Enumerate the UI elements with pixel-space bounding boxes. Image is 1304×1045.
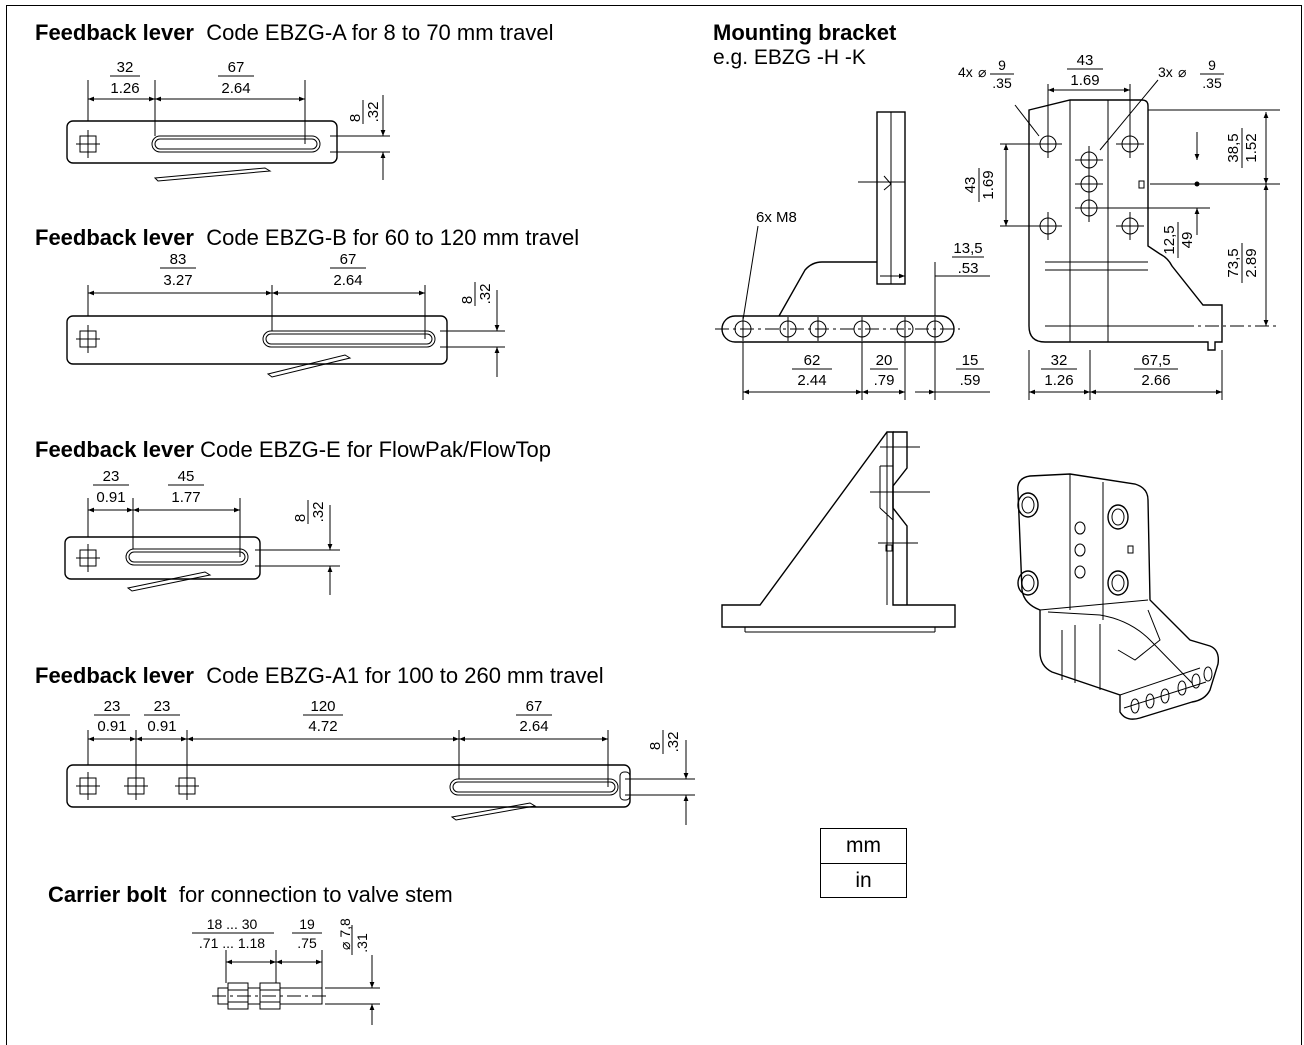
bracket-b675-in: 2.66	[1141, 372, 1170, 389]
lever-a1-dim3-in: 4.72	[308, 718, 337, 735]
bracket-v385-mm: 38,5	[1225, 133, 1242, 162]
carrier-dim1-mm: 18 ... 30	[207, 916, 258, 932]
bracket-b20-in: .79	[874, 372, 895, 389]
lever-a1-dim1-mm: 23	[104, 698, 121, 715]
lever-a-drawing	[66, 80, 390, 182]
carrier-dia-in: .31	[354, 933, 370, 953]
lever-a-thick-in: .32	[365, 102, 382, 123]
lever-a1-dim4-in: 2.64	[519, 718, 548, 735]
lever-e-thick-mm: 8	[292, 514, 309, 522]
bracket-v385-in: 1.52	[1243, 133, 1260, 162]
lever-b-dim2-mm: 67	[340, 251, 357, 268]
bracket-width-mm: 43	[1077, 52, 1094, 69]
bracket-v125-mm: 12,5	[1161, 225, 1178, 254]
bracket-b20-mm: 20	[876, 352, 893, 369]
heading-carrier-bolt: Carrier bolt for connection to valve ste…	[48, 882, 453, 907]
lever-b-thick-in: .32	[477, 284, 494, 305]
bracket-holes4-mm: 9	[998, 57, 1006, 73]
lever-a-dim2-mm: 67	[228, 59, 245, 76]
bracket-v735-mm: 73,5	[1225, 248, 1242, 277]
bracket-holes3-count: 3x	[1158, 64, 1173, 80]
heading-lever-e: Feedback lever Code EBZG-E for FlowPak/F…	[35, 437, 552, 462]
bracket-h1-in: 1.69	[980, 170, 997, 199]
lever-e-dim1-in: 0.91	[96, 489, 125, 506]
bracket-profile-view	[721, 431, 956, 633]
lever-a1-thick-in: .32	[665, 732, 682, 753]
lever-a1-dim2-mm: 23	[154, 698, 171, 715]
bracket-b15-mm: 15	[962, 352, 979, 369]
unit-legend-mm: mm	[821, 829, 906, 864]
lever-a-dim2-in: 2.64	[221, 80, 250, 97]
bracket-v125-in: 49	[1179, 232, 1196, 249]
lever-a-dim1-in: 1.26	[110, 80, 139, 97]
bracket-offset-mm: 13,5	[953, 240, 982, 257]
carrier-bolt-drawing	[212, 950, 380, 1025]
lever-a1-dim1-in: 0.91	[97, 718, 126, 735]
bracket-b62-mm: 62	[804, 352, 821, 369]
lever-a1-drawing	[66, 730, 695, 825]
drawing-frame	[6, 5, 1302, 1045]
lever-a1-dim3-mm: 120	[310, 698, 335, 715]
bracket-holes4-count: 4x	[958, 64, 973, 80]
bracket-front-view	[1000, 79, 1280, 400]
unit-legend-in: in	[855, 869, 872, 892]
carrier-dim2-mm: 19	[299, 916, 315, 932]
heading-mounting-bracket: Mounting bracket	[713, 20, 897, 45]
bracket-offset-in: .53	[958, 260, 979, 277]
bracket-b675-mm: 67,5	[1141, 352, 1170, 369]
carrier-dim1-in: .71 ... 1.18	[199, 935, 265, 951]
lever-b-dim2-in: 2.64	[333, 272, 362, 289]
lever-e-dim1-mm: 23	[103, 468, 120, 485]
bracket-holes4-dia: ⌀	[978, 64, 986, 80]
lever-a1-dim4-mm: 67	[526, 698, 543, 715]
lever-a1-thick-mm: 8	[647, 742, 664, 750]
lever-e-drawing	[64, 498, 340, 595]
bracket-b32-mm: 32	[1051, 352, 1068, 369]
lever-e-thick-in: .32	[310, 502, 327, 523]
bracket-example-code: e.g. EBZG -H -K	[713, 46, 866, 69]
bracket-h1-mm: 43	[962, 177, 979, 194]
lever-b-dim1-in: 3.27	[163, 272, 192, 289]
lever-e-dim2-mm: 45	[178, 468, 195, 485]
bracket-b62-in: 2.44	[797, 372, 826, 389]
bracket-isometric-view	[1017, 473, 1220, 720]
bracket-b15-in: .59	[960, 372, 981, 389]
heading-lever-a: Feedback lever Code EBZG-A for 8 to 70 m…	[35, 20, 554, 45]
lever-e-dim2-in: 1.77	[171, 489, 200, 506]
lever-b-dim1-mm: 83	[170, 251, 187, 268]
bracket-side-view	[715, 111, 990, 400]
lever-b-drawing	[66, 285, 505, 378]
heading-lever-a1: Feedback lever Code EBZG-A1 for 100 to 2…	[35, 663, 604, 688]
bracket-thread-label: 6x M8	[756, 209, 797, 226]
bracket-holes3-in: .35	[1202, 75, 1222, 91]
carrier-dim2-in: .75	[297, 935, 317, 951]
heading-lever-b: Feedback lever Code EBZG-B for 60 to 120…	[35, 225, 580, 250]
bracket-holes3-dia: ⌀	[1178, 64, 1186, 80]
lever-b-thick-mm: 8	[459, 296, 476, 304]
bracket-holes4-in: .35	[992, 75, 1012, 91]
unit-legend: mm in	[820, 828, 907, 898]
bracket-width-in: 1.69	[1070, 72, 1099, 89]
lever-a-thick-mm: 8	[347, 114, 364, 122]
bracket-holes3-mm: 9	[1208, 57, 1216, 73]
lever-a1-dim2-in: 0.91	[147, 718, 176, 735]
lever-a-dim1-mm: 32	[117, 59, 134, 76]
carrier-dia-mm: ⌀ 7,8	[337, 918, 353, 950]
bracket-b32-in: 1.26	[1044, 372, 1073, 389]
bracket-v735-in: 2.89	[1243, 248, 1260, 277]
